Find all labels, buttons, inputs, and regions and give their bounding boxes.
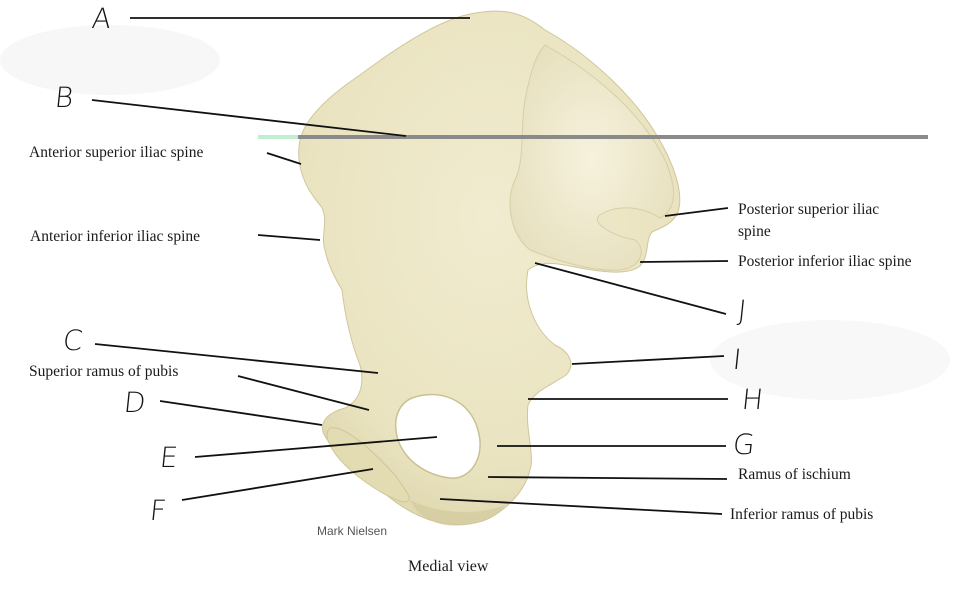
label-letter-b: B: [53, 81, 76, 114]
leader-line-d: [159, 400, 323, 426]
image-credit: Mark Nielsen: [317, 524, 388, 538]
label-letter-f: F: [148, 494, 168, 527]
auricular-surface: [509, 44, 675, 271]
leader-line-psis: [664, 207, 729, 217]
leader-line-b: [91, 99, 407, 137]
background-smudge: [710, 320, 950, 400]
label-anterior-superior-iliac-spine: Anterior superior iliac spine: [29, 144, 204, 161]
label-letter-h: H: [740, 383, 765, 416]
bone-bottom-shadow: [410, 500, 505, 526]
label-posterior-inferior-iliac-spine: Posterior inferior iliac spine: [738, 253, 912, 270]
label-letter-a: A: [90, 2, 113, 35]
leader-line-piis: [639, 260, 729, 263]
figure-caption: Medial view: [408, 558, 489, 575]
label-posterior-superior-iliac-spine-line1: Posterior superior iliac: [738, 201, 880, 218]
leader-line-i: [571, 355, 725, 365]
background-smudge: [0, 25, 220, 95]
leader-line-j: [534, 262, 727, 315]
leader-line-asis: [266, 152, 302, 165]
label-anterior-inferior-iliac-spine: Anterior inferior iliac spine: [30, 228, 201, 245]
leader-lines: [91, 17, 729, 515]
label-letter-d: D: [122, 386, 148, 419]
leader-line-sup-ramus: [237, 375, 370, 411]
label-inferior-ramus-of-pubis: Inferior ramus of pubis: [730, 506, 874, 523]
leader-line-aiis: [257, 234, 321, 241]
label-letter-g: G: [731, 428, 757, 461]
label-letter-c: C: [61, 324, 85, 357]
label-posterior-superior-iliac-spine-line2: spine: [738, 223, 771, 240]
leader-line-f: [181, 468, 374, 501]
leader-line-e: [194, 436, 438, 458]
pubic-symphysis-surface: [326, 427, 410, 503]
label-letter-e: E: [158, 441, 180, 474]
label-superior-ramus-of-pubis: Superior ramus of pubis: [29, 363, 179, 380]
leader-line-ramus-ischium: [487, 476, 728, 480]
obturator-foramen: [394, 393, 481, 479]
label-ramus-of-ischium: Ramus of ischium: [738, 466, 851, 483]
leader-line-c: [94, 343, 379, 374]
leader-line-inf-ramus: [439, 498, 723, 515]
